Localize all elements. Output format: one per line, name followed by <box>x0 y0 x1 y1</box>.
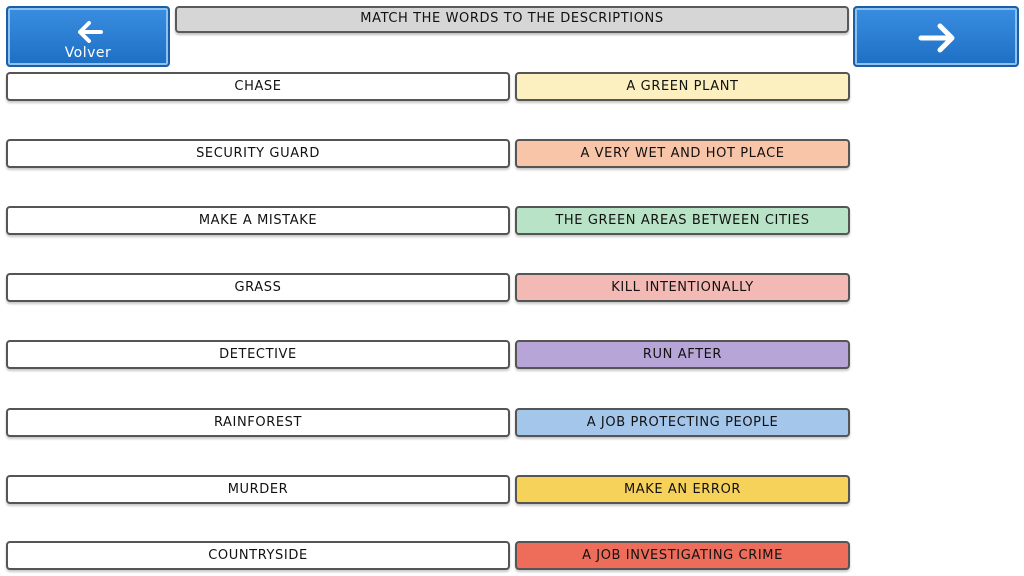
instructions-title: MATCH THE WORDS TO THE DESCRIPTIONS <box>175 6 849 33</box>
pair-row: GRASS KILL INTENTIONALLY <box>0 273 1024 302</box>
description-card[interactable]: MAKE AN ERROR <box>515 475 850 504</box>
word-card[interactable]: MURDER <box>6 475 510 504</box>
description-card[interactable]: THE GREEN AREAS BETWEEN CITIES <box>515 206 850 235</box>
arrow-left-icon <box>78 21 103 43</box>
pair-row: DETECTIVE RUN AFTER <box>0 340 1024 369</box>
description-card[interactable]: A VERY WET AND HOT PLACE <box>515 139 850 168</box>
pair-row: SECURITY GUARD A VERY WET AND HOT PLACE <box>0 139 1024 168</box>
word-card[interactable]: DETECTIVE <box>6 340 510 369</box>
description-card[interactable]: RUN AFTER <box>515 340 850 369</box>
word-card[interactable]: SECURITY GUARD <box>6 139 510 168</box>
arrow-right-icon <box>918 23 955 53</box>
pair-row: COUNTRYSIDE A JOB INVESTIGATING CRIME <box>0 541 1024 570</box>
word-card[interactable]: MAKE A MISTAKE <box>6 206 510 235</box>
description-card[interactable]: A JOB PROTECTING PEOPLE <box>515 408 850 437</box>
description-card[interactable]: KILL INTENTIONALLY <box>515 273 850 302</box>
word-card[interactable]: COUNTRYSIDE <box>6 541 510 570</box>
description-card[interactable]: A JOB INVESTIGATING CRIME <box>515 541 850 570</box>
next-button[interactable] <box>853 6 1019 67</box>
pair-row: RAINFOREST A JOB PROTECTING PEOPLE <box>0 408 1024 437</box>
back-button[interactable]: Volver <box>6 6 170 67</box>
word-card[interactable]: GRASS <box>6 273 510 302</box>
pair-row: MAKE A MISTAKE THE GREEN AREAS BETWEEN C… <box>0 206 1024 235</box>
word-card[interactable]: RAINFOREST <box>6 408 510 437</box>
back-button-label: Volver <box>64 45 112 61</box>
pair-row: MURDER MAKE AN ERROR <box>0 475 1024 504</box>
pair-row: CHASE A GREEN PLANT <box>0 72 1024 101</box>
word-card[interactable]: CHASE <box>6 72 510 101</box>
description-card[interactable]: A GREEN PLANT <box>515 72 850 101</box>
